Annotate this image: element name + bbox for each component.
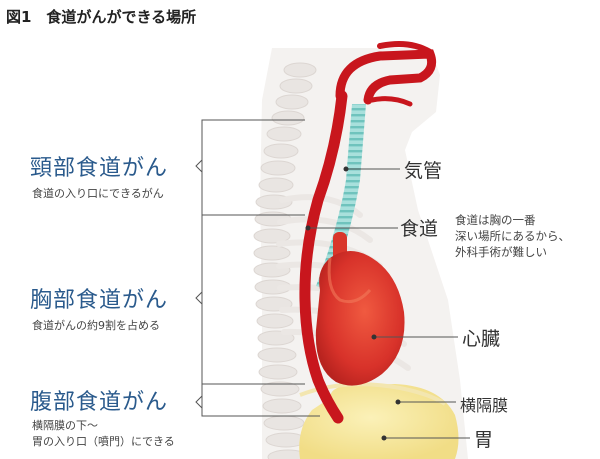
stomach-label: 胃 <box>474 429 494 451</box>
throat-shape <box>335 49 437 105</box>
region-abdominal-label: 腹部食道がん <box>30 390 169 415</box>
heart-label: 心臓 <box>462 328 501 350</box>
region-thoracic-desc: 食道がんの約9割を占める <box>32 319 160 332</box>
esophagus-shape <box>299 90 348 424</box>
esophagus-note: 食道は胸の一番 深い場所にあるから、 外科手術が難しい <box>455 213 570 259</box>
figure-title: 図1 食道がんができる場所 <box>6 8 197 26</box>
region-thoracic-label: 胸部食道がん <box>30 288 169 313</box>
region-abdominal-desc: 横隔膜の下～ 胃の入り口（噴門）にできる <box>32 419 175 448</box>
region-cervical-label: 頸部食道がん <box>30 156 169 181</box>
leader-dots <box>305 166 401 441</box>
trachea-label: 気管 <box>404 160 443 182</box>
heart-shape <box>315 232 405 386</box>
leader-lines <box>308 168 470 439</box>
esophagus-label: 食道 <box>400 218 439 240</box>
stomach-shape <box>299 384 459 459</box>
region-cervical-desc: 食道の入り口にできるがん <box>32 187 164 200</box>
diaphragm-label: 横隔膜 <box>460 396 509 415</box>
trachea-shape <box>316 104 366 290</box>
spine <box>253 62 317 459</box>
region-brackets <box>195 119 320 417</box>
